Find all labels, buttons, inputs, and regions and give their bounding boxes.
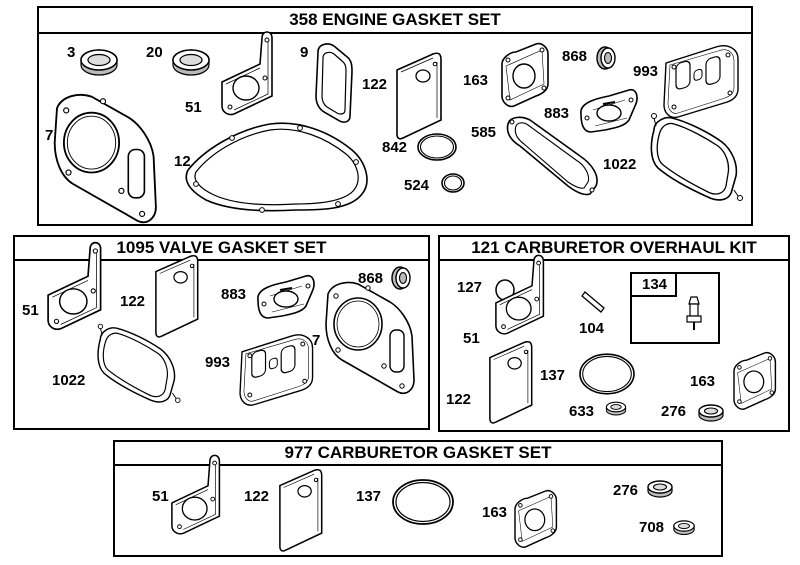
label-kit-127: 127 <box>457 279 483 296</box>
label-valve-7: 7 <box>312 332 321 349</box>
label-valve-993: 993 <box>205 354 231 371</box>
label-engine-883: 883 <box>544 105 570 122</box>
label-valve-868: 868 <box>358 270 384 287</box>
label-valve-1022: 1022 <box>52 372 86 389</box>
engine-gasket-set-title: 358 ENGINE GASKET SET <box>39 8 751 34</box>
label-engine-524: 524 <box>404 177 430 194</box>
label-engine-122: 122 <box>362 76 388 93</box>
label-engine-163: 163 <box>463 72 489 89</box>
carburetor-gasket-set-title: 977 CARBURETOR GASKET SET <box>115 442 721 466</box>
label-engine-12: 12 <box>174 153 191 170</box>
valve-gasket-set-title: 1095 VALVE GASKET SET <box>15 237 428 261</box>
label-engine-7: 7 <box>45 127 54 144</box>
label-carb-163: 163 <box>482 504 508 521</box>
label-engine-51: 51 <box>185 99 202 116</box>
valve-gasket-set-box: 1095 VALVE GASKET SET <box>13 235 430 430</box>
label-kit-51: 51 <box>463 330 480 347</box>
label-kit-276: 276 <box>661 403 687 420</box>
label-kit-163: 163 <box>690 373 716 390</box>
label-kit-137: 137 <box>540 367 566 384</box>
label-kit-104: 104 <box>579 320 605 337</box>
label-kit-633: 633 <box>569 403 595 420</box>
label-kit-122: 122 <box>446 391 472 408</box>
label-engine-868: 868 <box>562 48 588 65</box>
part-134-label: 134 <box>632 274 677 297</box>
label-engine-20: 20 <box>146 44 163 61</box>
label-engine-9: 9 <box>300 44 309 61</box>
label-carb-137: 137 <box>356 488 382 505</box>
label-carb-51: 51 <box>152 488 169 505</box>
label-carb-708: 708 <box>639 519 665 536</box>
label-engine-993: 993 <box>633 63 659 80</box>
label-carb-276: 276 <box>613 482 639 499</box>
engine-gasket-set-box: 358 ENGINE GASKET SET <box>37 6 753 226</box>
label-engine-1022: 1022 <box>603 156 637 173</box>
label-engine-3: 3 <box>67 44 76 61</box>
label-valve-51: 51 <box>22 302 39 319</box>
label-engine-585: 585 <box>471 124 497 141</box>
part-134-sub-box: 134 <box>630 272 720 344</box>
label-engine-842: 842 <box>382 139 408 156</box>
label-valve-883: 883 <box>221 286 247 303</box>
label-valve-122: 122 <box>120 293 146 310</box>
label-carb-122: 122 <box>244 488 270 505</box>
carburetor-overhaul-kit-title: 121 CARBURETOR OVERHAUL KIT <box>440 237 788 261</box>
carburetor-overhaul-kit-box: 121 CARBURETOR OVERHAUL KIT <box>438 235 790 432</box>
